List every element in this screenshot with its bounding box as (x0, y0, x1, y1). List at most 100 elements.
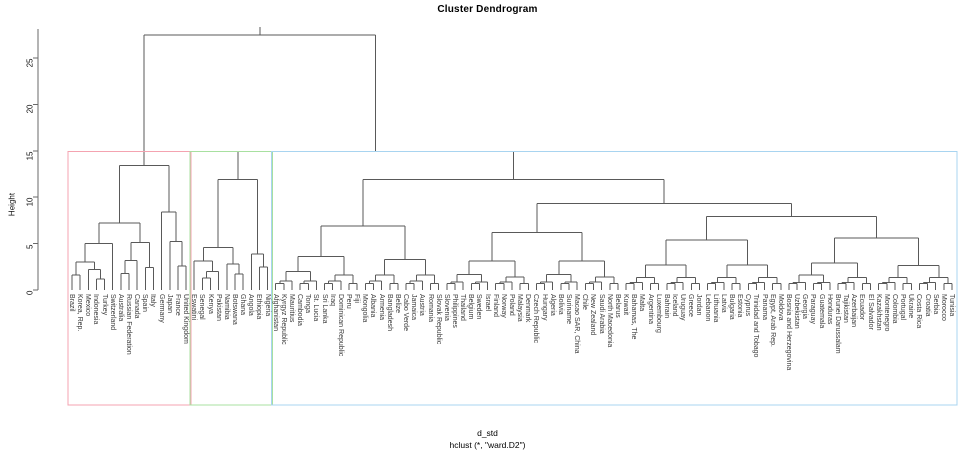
leaf-label: Chile (581, 294, 589, 310)
leaf-label: Kuwait (622, 294, 630, 316)
leaf-label: Bangladesh (385, 294, 393, 331)
leaf-label: Honduras (825, 294, 833, 325)
leaf-label: Luxembourg (654, 294, 662, 333)
leaf-label: Czech Republic (532, 294, 540, 344)
leaf-label: Croatia (923, 294, 931, 317)
leaf-label: Uruguay (679, 294, 687, 321)
leaf-label: Algeria (548, 294, 556, 316)
leaf-label: Egypt, Arab Rep. (768, 294, 776, 347)
leaf-label: Norway (499, 294, 507, 318)
leaf-label: Azerbaijan (850, 294, 858, 328)
leaf-label: Slovenia (442, 294, 450, 321)
y-tick-label: 15 (25, 151, 35, 161)
leaf-label: Tonga (304, 294, 312, 314)
leaf-label: Hungary (540, 294, 548, 321)
leaf-label: Saudi Arabia (597, 294, 605, 334)
page-title: Cluster Dendrogram (437, 4, 538, 15)
leaf-label: Denmark (524, 294, 532, 323)
cluster-box-1 (67, 151, 192, 406)
leaf-label: Ethiopia (255, 294, 263, 320)
leaf-label: Jamaica (410, 294, 418, 321)
leaf-label: Tajikistan (842, 294, 850, 323)
leaf-label: Tunisia (948, 294, 955, 317)
y-tick-label: 20 (25, 104, 35, 114)
leaf-label: Switzerland (108, 294, 116, 331)
leaf-label: Poland (508, 294, 515, 316)
leaf-label: Sweden (475, 294, 483, 320)
leaf-label: Eswatini (190, 294, 198, 321)
leaf-label: Serbia (931, 294, 939, 315)
leaf-label: Turkey (100, 294, 108, 316)
leaf-label: Portugal (899, 294, 907, 321)
leaf-label: Belarus (613, 294, 621, 318)
leaf-label: Morocco (939, 294, 947, 321)
leaf-label: Estonia (736, 294, 744, 318)
leaf-label: Austria (418, 294, 426, 316)
leaf-label: Brazil (68, 294, 75, 312)
leaf-label: Ecuador (858, 294, 866, 321)
leaf-label: Iceland (670, 294, 678, 317)
y-tick-label: 0 (25, 290, 35, 295)
leaf-label: Mongolia (361, 294, 369, 323)
leaf-label: Canada (133, 294, 141, 319)
leaf-label: Philippines (450, 294, 458, 328)
leaf-label: Lebanon (703, 294, 711, 322)
leaf-label: Georgia (801, 294, 809, 319)
leaf-label: Guatemala (817, 294, 825, 329)
leaf-label: New Zealand (589, 294, 597, 336)
leaf-label: United Kingdom (182, 294, 190, 344)
leaf-label: Italy (149, 294, 157, 307)
leaf-label: Armenia (377, 294, 385, 321)
leaf-label: Israel (483, 294, 491, 312)
leaf-label: Kyrgyz Republic (279, 294, 287, 345)
leaf-label: Bolivia (556, 294, 564, 315)
leaf-label: Cabo Verde (402, 294, 410, 331)
y-tick-label: 25 (25, 58, 35, 68)
leaf-label: Dominican Republic (336, 294, 344, 357)
leaf-label: Namibia (222, 294, 230, 320)
leaf-label: Cambodia (296, 294, 304, 326)
leaf-label: Greece (687, 294, 695, 317)
leaf-label: Peru (345, 294, 353, 309)
leaf-label: Nigeria (263, 294, 271, 317)
leaf-label: Indonesia (92, 294, 100, 325)
leaf-label: Pakistan (214, 294, 222, 321)
y-tick-label: 5 (25, 244, 35, 249)
leaf-label: Brunei Darussalam (833, 294, 841, 354)
leaf-label: Finland (491, 294, 499, 317)
leaf-label: Slovak Republic (434, 294, 442, 345)
leaf-label: Panama (760, 294, 768, 321)
leaf-label: Bulgaria (728, 294, 735, 320)
leaf-label: Colombia (890, 294, 898, 324)
leaf-label: Iraq (328, 294, 336, 307)
leaf-label: Macao SAR, China (573, 294, 581, 354)
leaf-label: Malaysia (516, 294, 524, 322)
leaf-label: Argentina (646, 294, 654, 324)
leaf-label: Mexico (84, 294, 92, 317)
leaf-label: Ukraine (907, 294, 915, 319)
y-tick-label: 10 (25, 197, 35, 207)
leaf-label: Afghanistan (271, 294, 279, 331)
leaf-label: Fiji (353, 294, 361, 303)
leaf-label: Romania (426, 294, 434, 323)
leaf-label: Latvia (719, 294, 727, 313)
leaf-label: Belgium (467, 294, 475, 320)
leaf-label: Malta (638, 294, 646, 312)
leaf-label: France (173, 294, 181, 316)
leaf-label: El Salvador (866, 294, 874, 330)
leaf-label: Kazakhstan (874, 294, 882, 331)
leaf-label: Trinidad and Tobago (752, 294, 760, 358)
leaf-label: Australia (116, 294, 124, 322)
leaf-label: Bahrain (662, 294, 670, 319)
leaf-label: Germany (157, 294, 165, 323)
leaf-label: Bosnia and Herzegovina (785, 294, 793, 371)
leaf-label: Japan (165, 294, 173, 314)
cluster-box-2 (189, 151, 274, 406)
hclust-caption: hclust (*, "ward.D2") (449, 440, 526, 450)
leaf-label: Cyprus (744, 294, 752, 317)
leaf-label: Suriname (565, 294, 573, 324)
leaf-label: Spain (141, 294, 149, 312)
leaf-label: Belize (393, 294, 401, 314)
cluster-box-3 (271, 151, 958, 406)
